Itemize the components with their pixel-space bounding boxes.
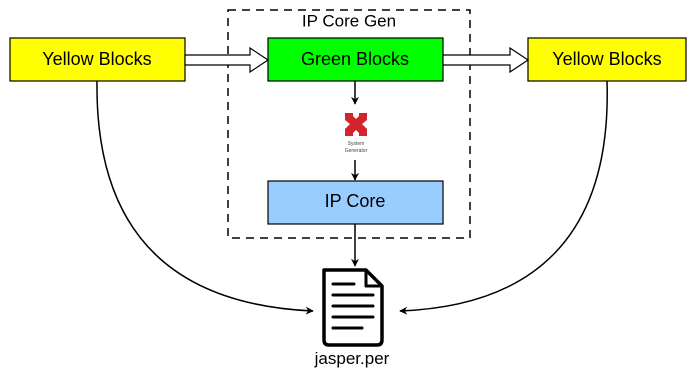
yellow-blocks-left-label: Yellow Blocks xyxy=(42,49,151,69)
document-icon xyxy=(322,268,384,347)
green-blocks xyxy=(267,37,444,82)
ip-core-label: IP Core xyxy=(325,191,386,211)
file-label: jasper.per xyxy=(314,349,390,368)
ip-core-block xyxy=(267,180,444,225)
curve-left-yellow-to-file xyxy=(96,80,314,315)
yellow-blocks-right-label: Yellow Blocks xyxy=(552,49,661,69)
group-title: IP Core Gen xyxy=(302,11,396,30)
system-generator-line2: Generator xyxy=(345,148,368,154)
ip-core-gen-group xyxy=(227,9,471,239)
green-blocks-label: Green Blocks xyxy=(301,49,409,69)
xilinx-logo-icon xyxy=(345,113,367,136)
system-generator-line1: System xyxy=(348,141,365,147)
hollow-arrow-left-to-green xyxy=(184,46,270,74)
hollow-arrow-green-to-right xyxy=(442,46,530,74)
curve-right-yellow-to-file xyxy=(399,80,608,315)
